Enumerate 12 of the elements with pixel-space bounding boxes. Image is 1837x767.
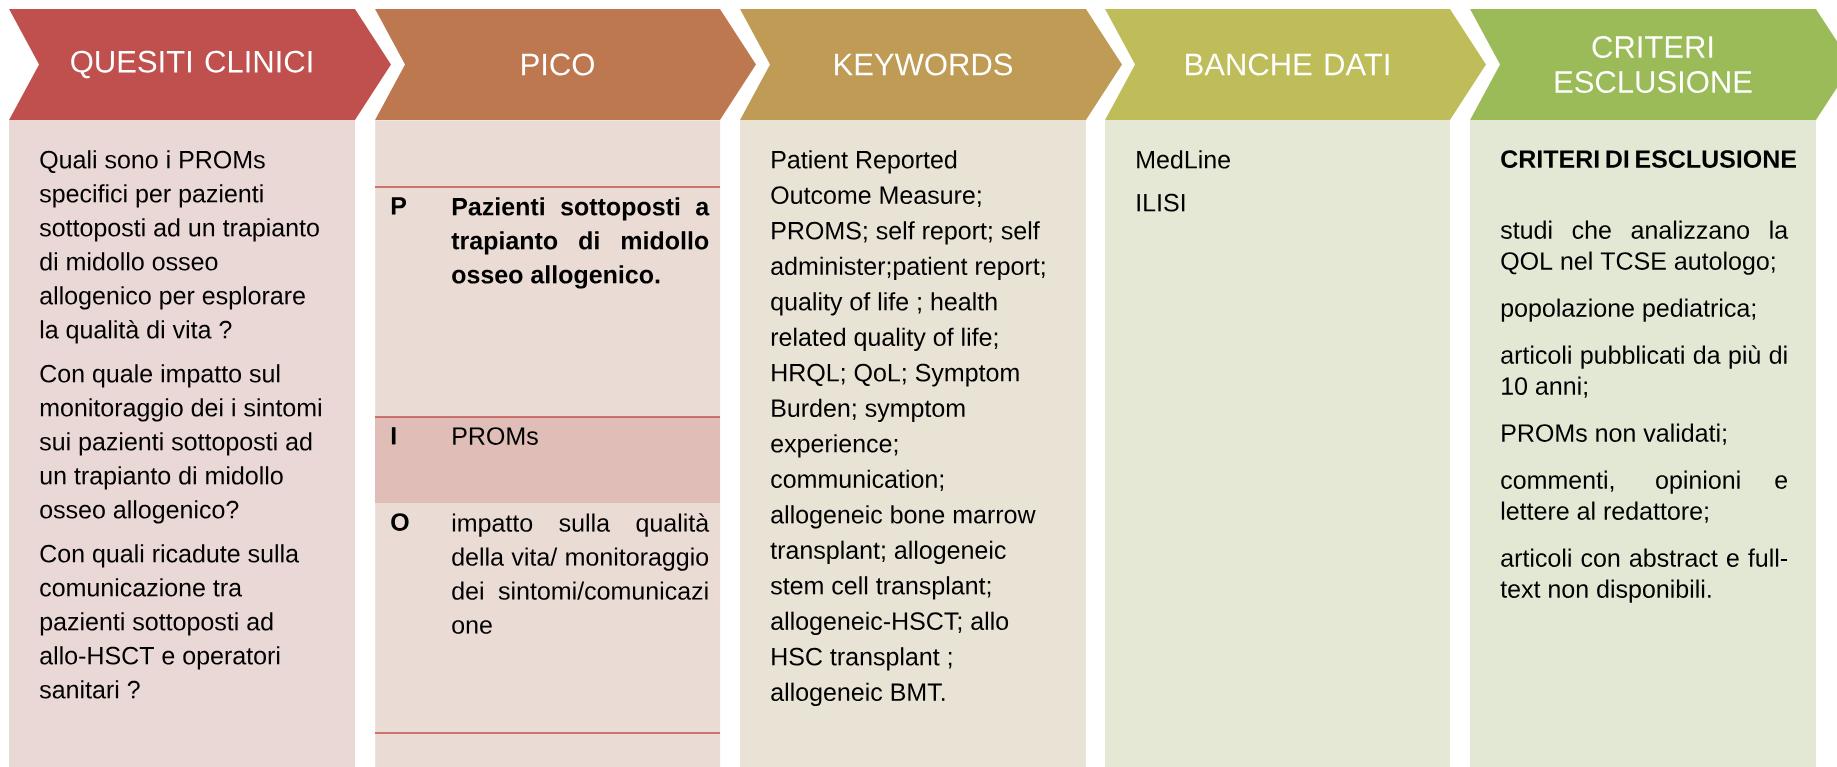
text-panel: Patient Reported Outcome Measure; PROMS; self report; self administer;patient report; quality of life ; health related quality of life; HRQL; QoL; Symptom Burden; symptom experience; communication; allogeneic bone marrow transplant; allogeneic stem cell transplant; allogeneic-HSCT; allo HSC transplant ; allogeneic BMT.: [740, 120, 1086, 767]
text-panel: Quali sono i PROMs specifici per pazienti sottoposti ad un trapianto di midollo osseo allogenico per esplorare la qualità di vita ? Con quale impatto sul monitoraggio dei i sintomi sui pazienti sottoposti ad un trapianto di midollo osseo allogenico? Con quali ricadute sulla comunicazione tra pazienti sottoposti ad allo-HSCT e operatori sanitari ?: [9, 120, 355, 767]
chevron-header: BANCHE DATI: [1105, 9, 1486, 120]
chevron-header: KEYWORDS: [740, 9, 1122, 120]
chevron-header: PICO: [375, 9, 756, 120]
table-row: P Pazienti sottoposti a trapianto di midollo osseo allogenico.: [391, 197, 710, 289]
table-row: O impatto sulla qualità della vita/ monitoraggio dei sintomi/comunicazi one: [391, 513, 710, 634]
chevron-header: QUESITI CLINICI: [9, 9, 391, 120]
table-row: I PROMs: [391, 427, 538, 445]
text-panel: CRITERI DI ESCLUSIONE studi che analizzano la QOL nel TCSE autologo; popolazione pediatrica; articoli pubblicati da più di 10 anni; PROMs non validati; commenti, opinioni e lettere al redattore; articoli con abstract e full-text non disponibili.: [1470, 120, 1816, 767]
chevron-header: CRITERI ESCLUSIONE: [1470, 9, 1837, 120]
text-panel: MedLine ILISI: [1105, 120, 1450, 767]
